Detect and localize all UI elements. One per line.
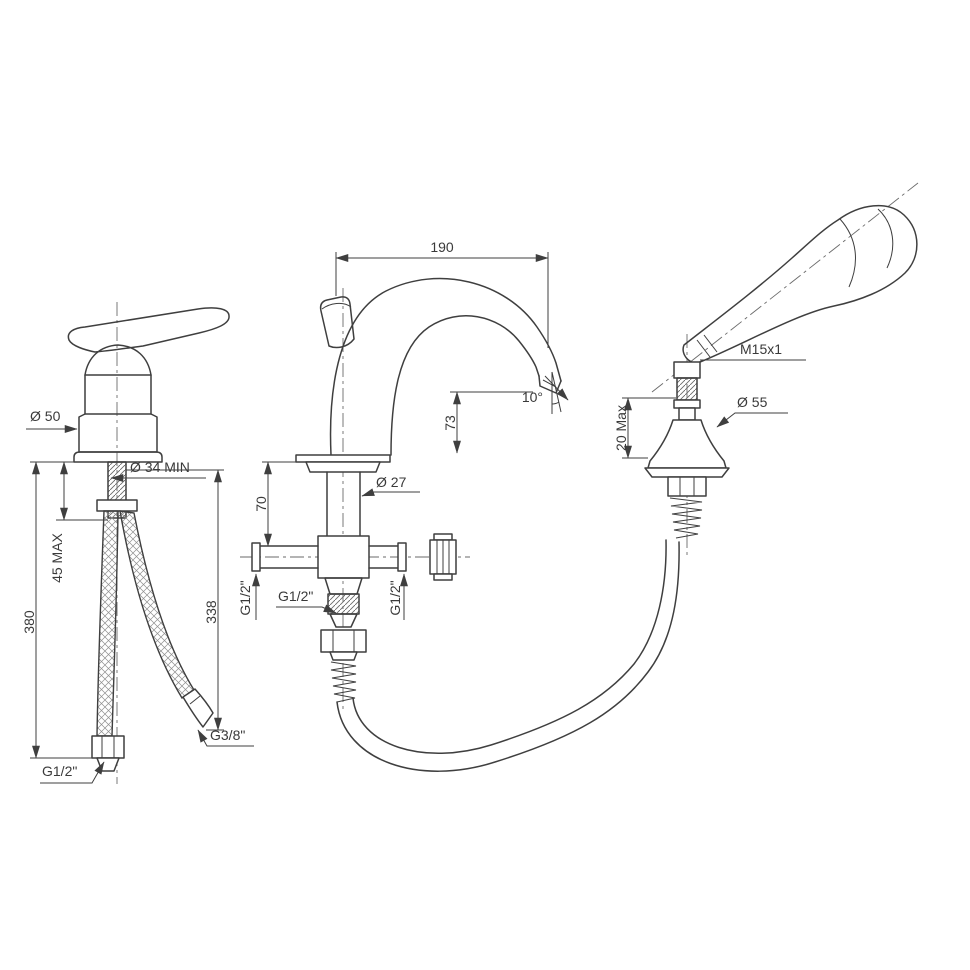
- handle-band-line: [696, 339, 711, 358]
- dim-body-diameter-label: Ø 50: [30, 408, 61, 424]
- handshower-axis-centerline: [651, 182, 919, 393]
- dim-380-label: 380: [21, 610, 37, 634]
- connector-thread: [676, 377, 698, 401]
- spout-hose-ferrule: [329, 651, 358, 661]
- dim-d27-leader: [361, 488, 420, 497]
- mixer-cap: [84, 344, 152, 376]
- holder-spring: [669, 497, 703, 539]
- angle-arc: [551, 401, 560, 405]
- mixer-washer: [96, 499, 138, 512]
- spout-hose-nut: [320, 629, 367, 653]
- dim-g12-mixer-label: G1/2": [42, 763, 77, 779]
- hose-outer-edge: [336, 541, 680, 772]
- mixer-dimensions: Ø 50 Ø 34 MIN 45 MAX 380 338 G1/2" G3/8": [21, 408, 254, 784]
- spout-outlet: [538, 375, 562, 394]
- diverter-knob: [319, 296, 355, 349]
- mixer-lever: [67, 307, 230, 353]
- holder-base-plate: [644, 467, 730, 478]
- dim-45max-label: 45 MAX: [49, 532, 65, 582]
- handle-band-line: [703, 334, 718, 353]
- handshower-view: [644, 182, 919, 556]
- dim-hole-min-label: Ø 34 MIN: [130, 459, 190, 475]
- diverter-knob-ring: [321, 302, 352, 310]
- spout-escutcheon-ring: [305, 461, 381, 473]
- check-valve-collar-bottom: [433, 573, 453, 581]
- spout-inner-curve: [390, 315, 540, 456]
- holder-bell: [647, 419, 727, 469]
- spout-thread: [327, 593, 360, 615]
- mixer-hose-bent: [119, 510, 195, 699]
- mixer-hose-straight: [96, 510, 119, 737]
- dim-190-label: 190: [430, 239, 454, 255]
- connector-neck: [678, 407, 696, 421]
- dim-20max-label: 20 Max: [613, 405, 629, 451]
- dim-d55-leader: [716, 412, 788, 428]
- conical-nut: [673, 361, 701, 379]
- shower-hose: [336, 539, 680, 772]
- dim-338-label: 338: [203, 600, 219, 624]
- connector-ring: [673, 399, 701, 409]
- mixer-cone-fitting: [182, 688, 214, 728]
- handshower-face-ring-outer: [877, 208, 894, 269]
- dim-angle-label: 10°: [522, 389, 543, 405]
- dim-70-label: 70: [253, 496, 269, 512]
- hose-inner-edge: [352, 539, 667, 755]
- holder-lock-nut: [667, 476, 707, 497]
- dim-g12-bottom-label: G1/2": [278, 588, 313, 604]
- dim-g38-leader: [197, 729, 254, 747]
- mixer-side-view: [67, 302, 230, 784]
- dim-g12-left-label: G1/2": [237, 580, 253, 615]
- cone-fitting-ring: [189, 695, 201, 705]
- angle-ref-slanted: [551, 371, 562, 413]
- dim-g12-mixer-leader: [40, 761, 105, 784]
- tee-left-cap: [251, 542, 261, 572]
- dim-m15x1-label: M15x1: [740, 341, 782, 357]
- dim-d55-label: Ø 55: [737, 394, 768, 410]
- spout-neck: [324, 577, 363, 595]
- dim-73-label: 73: [442, 415, 458, 431]
- dim-g12-bottom-leader: [276, 604, 337, 614]
- flow-arrow: [544, 375, 569, 401]
- mixer-deck-flange: [73, 451, 163, 463]
- handshower-face-ring: [839, 218, 856, 288]
- dim-g12-right-label: G1/2": [387, 580, 403, 615]
- mixer-hose-nut: [91, 735, 125, 759]
- spout-outer-curve: [329, 277, 562, 456]
- spout-cone: [329, 613, 358, 628]
- dim-g38-label: G3/8": [210, 727, 245, 743]
- handshower-dimensions: M15x1 Ø 55 20 Max: [613, 341, 806, 459]
- handshower-body: [682, 204, 918, 364]
- spout-tee-body: [317, 535, 370, 579]
- spout-front-view: [240, 277, 562, 712]
- spout-escutcheon-plate: [295, 454, 391, 463]
- spout-hose-spring: [330, 661, 357, 703]
- tee-right-cap: [397, 542, 407, 572]
- spout-dimensions: 190 73 70 Ø 27 10° G1/2" G1/2" G1/2": [237, 239, 569, 620]
- check-valve-collar-top: [433, 533, 453, 541]
- dim-d27-label: Ø 27: [376, 474, 407, 490]
